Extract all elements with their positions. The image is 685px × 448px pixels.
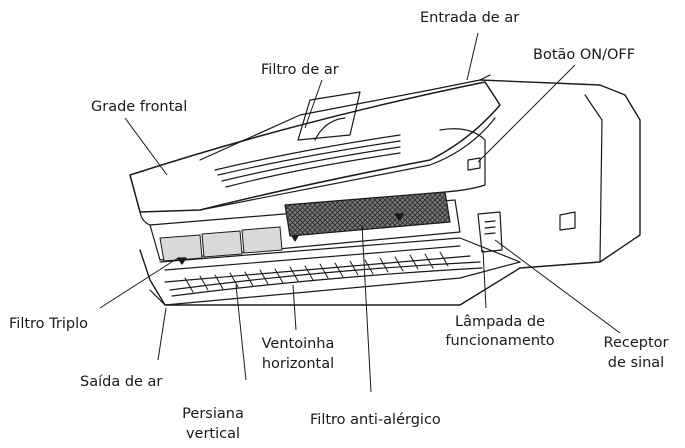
leader-grade-frontal [124,117,168,176]
label-filtro-triplo: Filtro Triplo [9,316,88,332]
triple-filter-panel-3 [241,226,283,254]
unit-top-casing [199,74,491,161]
louver-housing [159,237,521,263]
label-lampada-line1: Lâmpada de [454,314,545,330]
label-grade-frontal: Grade frontal [91,99,188,115]
label-ventoinha-line1: Ventoinha [261,336,335,352]
leader-persiana [235,284,247,381]
label-saida-de-ar: Saída de ar [80,374,163,390]
label-entrada-de-ar: Entrada de ar [420,10,520,26]
leader-entrada-de-ar [466,32,479,81]
leader-botao-on-off [477,64,576,163]
label-filtro-anti-alergico: Filtro anti-alérgico [310,412,441,428]
label-botao-on-off: Botão ON/OFF [533,47,636,63]
unit-body-outline [139,79,641,306]
leader-ventoinha [292,284,297,331]
triple-filter-panel-2 [201,230,243,258]
label-receptor-line2: de sinal [607,355,665,371]
leader-receptor [494,239,621,334]
leader-filtro-triplo [99,257,179,309]
label-persiana-line1: Persiana [182,406,244,422]
air-filter-frame [297,91,361,141]
leader-lampada [482,249,487,309]
horizontal-fan-blade [169,261,481,291]
front-grille-panel [129,81,501,213]
unit-right-side [584,94,603,263]
label-persiana-line2: vertical [185,426,241,442]
label-receptor-line1: Receptor [603,335,669,351]
on-off-button [467,157,481,171]
leader-filtro-de-ar [304,79,323,129]
label-filtro-de-ar: Filtro de ar [261,62,339,78]
leader-saida-de-ar [157,307,167,361]
anti-allergic-mesh-filter [284,191,451,237]
triple-filter-panel-1 [159,234,203,262]
indicator-panel [477,211,503,253]
label-ventoinha-line2: horizontal [261,356,335,372]
leader-anti-alergico [361,224,372,393]
label-lampada-line2: funcionamento [445,333,555,349]
